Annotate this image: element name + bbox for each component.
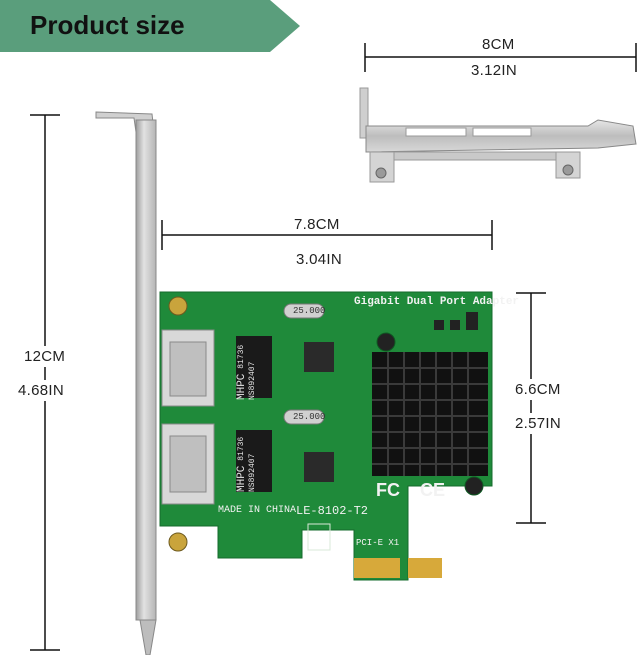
banner-title: Product size [30,10,185,40]
chip-1-code: 81736 [237,344,246,369]
low-profile-width-metric: 8CM [478,36,519,53]
chip-2-code: 81736 [237,436,246,461]
full-height-bracket [95,111,157,655]
ce-mark: CE [420,480,446,500]
product-size-banner [0,0,300,52]
board-length-metric: 7.8CM [290,216,344,233]
chip-2-code-2: NS892407 [248,453,257,492]
low-profile-width-imperial: 3.12IN [467,62,521,79]
network-adapter-board [159,291,493,581]
board-title: Gigabit Dual Port Adapter [354,296,520,308]
board-length-imperial: 3.04IN [292,251,346,268]
board-height-imperial: 2.57IN [511,413,565,434]
chip-2-label: MHPC 81736 NS892407 [236,436,276,492]
model-label: LE-8102-T2 [296,504,369,518]
chip-1-brand: MHPC [236,373,248,400]
crystal-label-2: 25.000 [293,412,326,422]
chip-2-brand: MHPC [236,465,248,492]
full-height-imperial: 4.68IN [14,380,68,401]
fc-mark: FC [376,480,400,500]
slot-label: PCI-E X1 [356,538,400,548]
crystal-label-1: 25.000 [293,306,326,316]
low-profile-bracket [359,87,637,183]
chip-1-label: MHPC 81736 NS892407 [236,344,276,400]
full-height-metric: 12CM [20,346,70,367]
chip-1-code-2: NS892407 [248,361,257,400]
made-in-label: MADE IN CHINA [218,505,297,516]
board-height-metric: 6.6CM [511,379,565,400]
